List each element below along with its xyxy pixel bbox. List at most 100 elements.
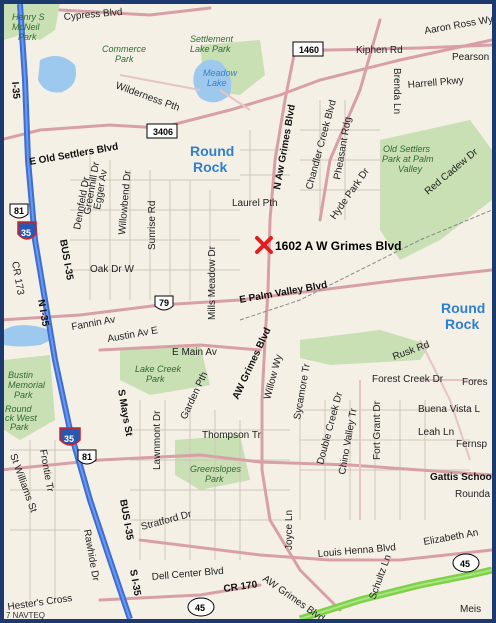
park-label: ck West bbox=[5, 413, 37, 423]
road-label: N I-35 bbox=[35, 299, 51, 328]
road-label: Fernsp bbox=[456, 439, 488, 450]
park-label: Park bbox=[18, 32, 37, 42]
palm-valley-road bbox=[4, 268, 492, 322]
park-label: Park at Palm bbox=[382, 154, 434, 164]
road-label: E Main Av bbox=[172, 347, 217, 358]
map-view[interactable]: Round Rock Round Rock Henry S McNeil Par… bbox=[4, 4, 492, 619]
land-area bbox=[4, 4, 492, 619]
shield-1460: 1460 bbox=[292, 41, 324, 57]
svg-text:81: 81 bbox=[14, 206, 24, 216]
park-label: Park bbox=[10, 422, 29, 432]
road-label: Mills Meadow Dr bbox=[207, 245, 218, 320]
park-label: McNeil bbox=[12, 22, 41, 32]
shield-sh45-east: 45 bbox=[452, 553, 480, 573]
road-label: Sunrise Rd bbox=[147, 201, 158, 250]
park-label: Old Settlers bbox=[383, 144, 431, 154]
shield-sh45-south: 45 bbox=[187, 597, 215, 617]
shield-us79: 79 bbox=[154, 295, 174, 311]
svg-text:35: 35 bbox=[21, 228, 31, 238]
road-label: Oak Dr W bbox=[90, 264, 134, 275]
park-label: Park bbox=[146, 374, 165, 384]
louis-henna-road bbox=[138, 538, 492, 562]
park-labels: Henry S McNeil Park Commerce Park Settle… bbox=[5, 12, 434, 484]
i35-highway-center bbox=[19, 4, 131, 619]
bustin-park-area bbox=[4, 355, 55, 440]
railway bbox=[239, 209, 492, 321]
svg-text:45: 45 bbox=[195, 603, 205, 613]
park-label: Park bbox=[14, 390, 33, 400]
pond-nw bbox=[38, 56, 77, 93]
shield-3406: 3406 bbox=[146, 123, 178, 139]
park-label: Lake Creek bbox=[135, 364, 182, 374]
road-label: Lawnmont Dr bbox=[152, 410, 163, 470]
park-label: Greenslopes bbox=[190, 464, 242, 474]
park-label: Settlement bbox=[190, 34, 234, 44]
park-areas bbox=[4, 4, 492, 490]
svg-text:3406: 3406 bbox=[153, 127, 173, 137]
map-canvas[interactable]: Round Rock Round Rock Henry S McNeil Par… bbox=[4, 4, 492, 619]
park-label: Park bbox=[115, 54, 134, 64]
gattis-road bbox=[4, 453, 492, 477]
road-label: Gattis Schoo bbox=[430, 472, 492, 483]
local-streets bbox=[10, 100, 470, 600]
water-label: Meadow bbox=[203, 68, 238, 78]
park-label: Bustin bbox=[8, 370, 33, 380]
road-label: Fort Grant Dr bbox=[372, 400, 383, 460]
road-label: Buena Vista L bbox=[418, 404, 481, 415]
greenslopes-park-area bbox=[175, 435, 250, 490]
map-copyright: 7 NAVTEQ bbox=[6, 611, 45, 619]
road-label: Brenda Ln bbox=[391, 68, 402, 114]
park-label: Lake Park bbox=[190, 44, 231, 54]
road-label: Harrell Pkwy bbox=[407, 75, 464, 91]
road-label: Leah Ln bbox=[418, 427, 454, 438]
shield-i35-north: 35 bbox=[17, 221, 37, 240]
lake-creek-park-area bbox=[120, 345, 210, 395]
route-shields: 1460 3406 81 35 79 35 bbox=[9, 41, 480, 617]
road-label: CR 170 bbox=[223, 579, 259, 595]
city-label-line: Round bbox=[441, 300, 485, 316]
marker-x-icon[interactable] bbox=[255, 236, 273, 254]
city-label-north: Round Rock bbox=[190, 143, 234, 175]
water-label: Lake bbox=[207, 78, 227, 88]
road-label: Meis bbox=[460, 604, 481, 615]
road-label: Laurel Pth bbox=[232, 198, 278, 209]
shield-i35-south: 35 bbox=[59, 427, 81, 446]
creek-greenway bbox=[300, 330, 430, 365]
dell-road bbox=[98, 583, 262, 602]
city-label-line: Round bbox=[190, 143, 234, 159]
pond-w bbox=[4, 325, 54, 347]
chandler-road bbox=[318, 18, 382, 222]
road-label: Fores bbox=[462, 377, 488, 388]
park-label: Valley bbox=[398, 164, 423, 174]
city-label-east: Round Rock bbox=[441, 300, 485, 332]
park-label: Park bbox=[205, 474, 224, 484]
svg-text:45: 45 bbox=[460, 559, 470, 569]
road-label: Kiphen Rd bbox=[356, 45, 403, 56]
park-label: Henry S bbox=[12, 12, 45, 22]
park-label: Round bbox=[5, 404, 33, 414]
city-label-line: Rock bbox=[193, 159, 227, 175]
road-label: Forest Creek Dr bbox=[372, 374, 444, 385]
road-label: Rounda bbox=[455, 489, 490, 500]
collector-roads bbox=[119, 74, 480, 520]
svg-text:81: 81 bbox=[82, 452, 92, 462]
road-label: Pearson bbox=[452, 52, 489, 63]
marker-address-label: 1602 A W Grimes Blvd bbox=[275, 239, 402, 253]
old-settlers-road bbox=[4, 38, 492, 141]
grimes-road bbox=[260, 48, 342, 612]
old-settlers-park-area bbox=[380, 120, 492, 260]
road-label: S I-35 bbox=[127, 569, 143, 598]
svg-text:1460: 1460 bbox=[299, 45, 319, 55]
cypress-road bbox=[58, 6, 212, 17]
road-label: I-35 bbox=[9, 81, 21, 100]
park-label: Memorial bbox=[8, 380, 46, 390]
svg-text:35: 35 bbox=[64, 434, 74, 444]
main-road bbox=[98, 343, 262, 352]
svg-text:79: 79 bbox=[159, 298, 169, 308]
shield-us81-north: 81 bbox=[9, 203, 29, 219]
location-marker[interactable]: 1602 A W Grimes Blvd bbox=[255, 236, 402, 254]
shield-us81-south: 81 bbox=[77, 449, 97, 465]
road-label: Cypress Blvd bbox=[63, 7, 123, 23]
city-label-line: Rock bbox=[445, 316, 479, 332]
